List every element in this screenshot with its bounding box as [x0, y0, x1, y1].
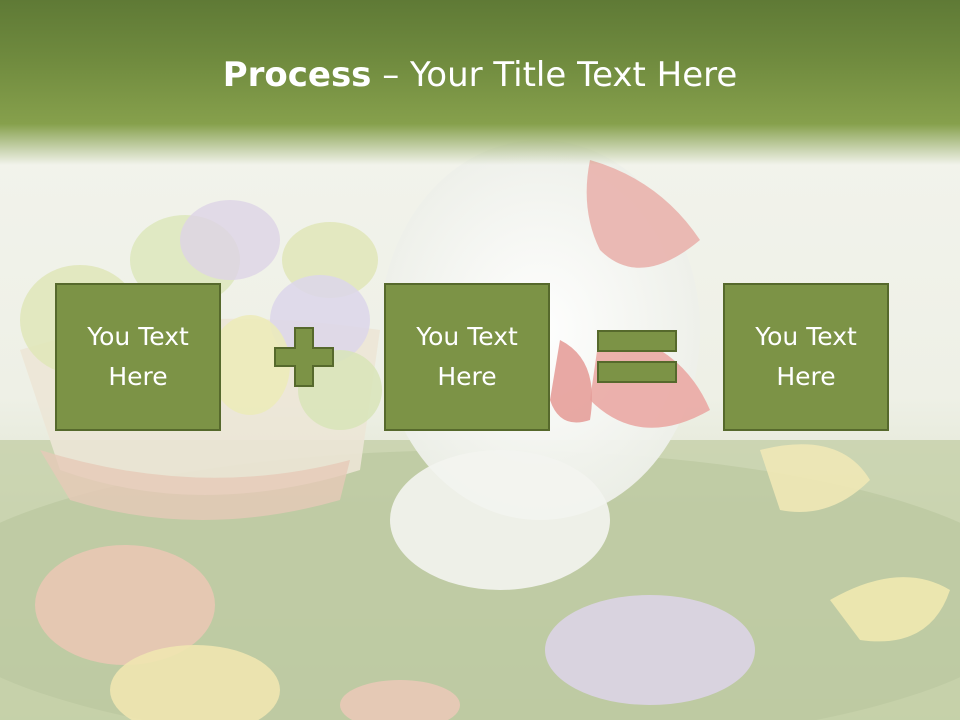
plus-icon[interactable] [273, 326, 335, 388]
equals-icon[interactable] [596, 329, 678, 385]
process-box-1-text: You Text Here [87, 322, 189, 391]
process-box-2[interactable]: You Text Here [384, 283, 550, 431]
process-box-1[interactable]: You Text Here [55, 283, 221, 431]
title-bold: Process [222, 55, 372, 95]
title-bar [0, 0, 960, 165]
process-box-2-text: You Text Here [416, 322, 518, 391]
title-rest: – Your Title Text Here [371, 55, 738, 95]
process-box-3-text: You Text Here [755, 322, 857, 391]
slide-title[interactable]: Process – Your Title Text Here [0, 52, 960, 98]
process-box-3[interactable]: You Text Here [723, 283, 889, 431]
